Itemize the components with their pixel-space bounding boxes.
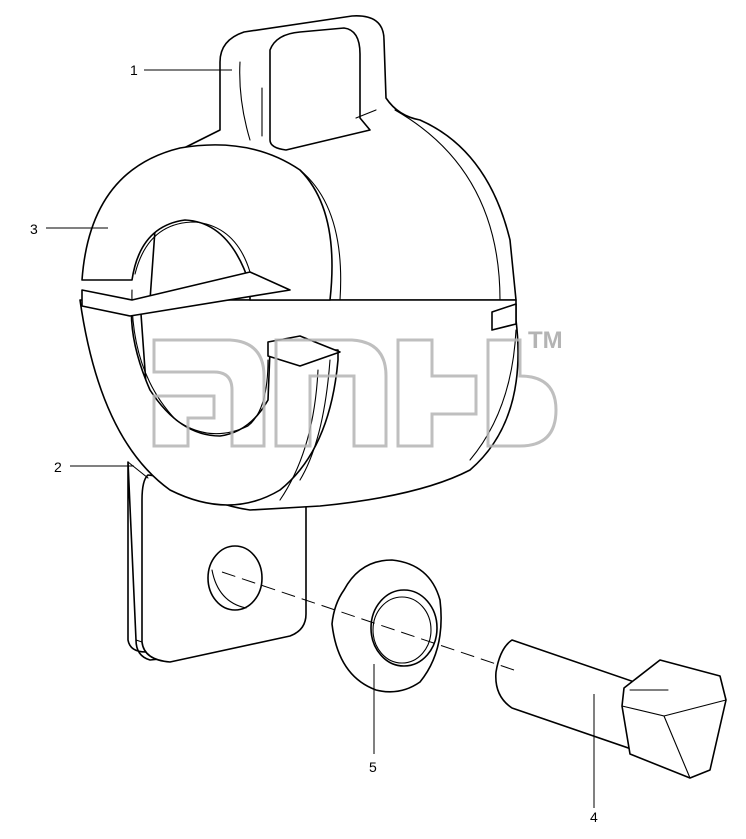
watermark-logo: TM (152, 327, 563, 448)
part-2-lower-bracket (127, 461, 307, 663)
callout-label-1: 1 (130, 62, 138, 78)
callout-label-5: 5 (369, 759, 377, 775)
part-5-washer (331, 559, 442, 693)
assembly-axis-line (221, 571, 521, 673)
callout-label-3: 3 (30, 221, 38, 237)
callout-leaders (46, 69, 595, 808)
part-3-clamp-ring (79, 144, 519, 511)
callout-label-4: 4 (590, 809, 598, 825)
callout-label-2: 2 (54, 459, 62, 475)
part-4-bolt (495, 639, 727, 779)
watermark-tm: TM (528, 327, 563, 354)
